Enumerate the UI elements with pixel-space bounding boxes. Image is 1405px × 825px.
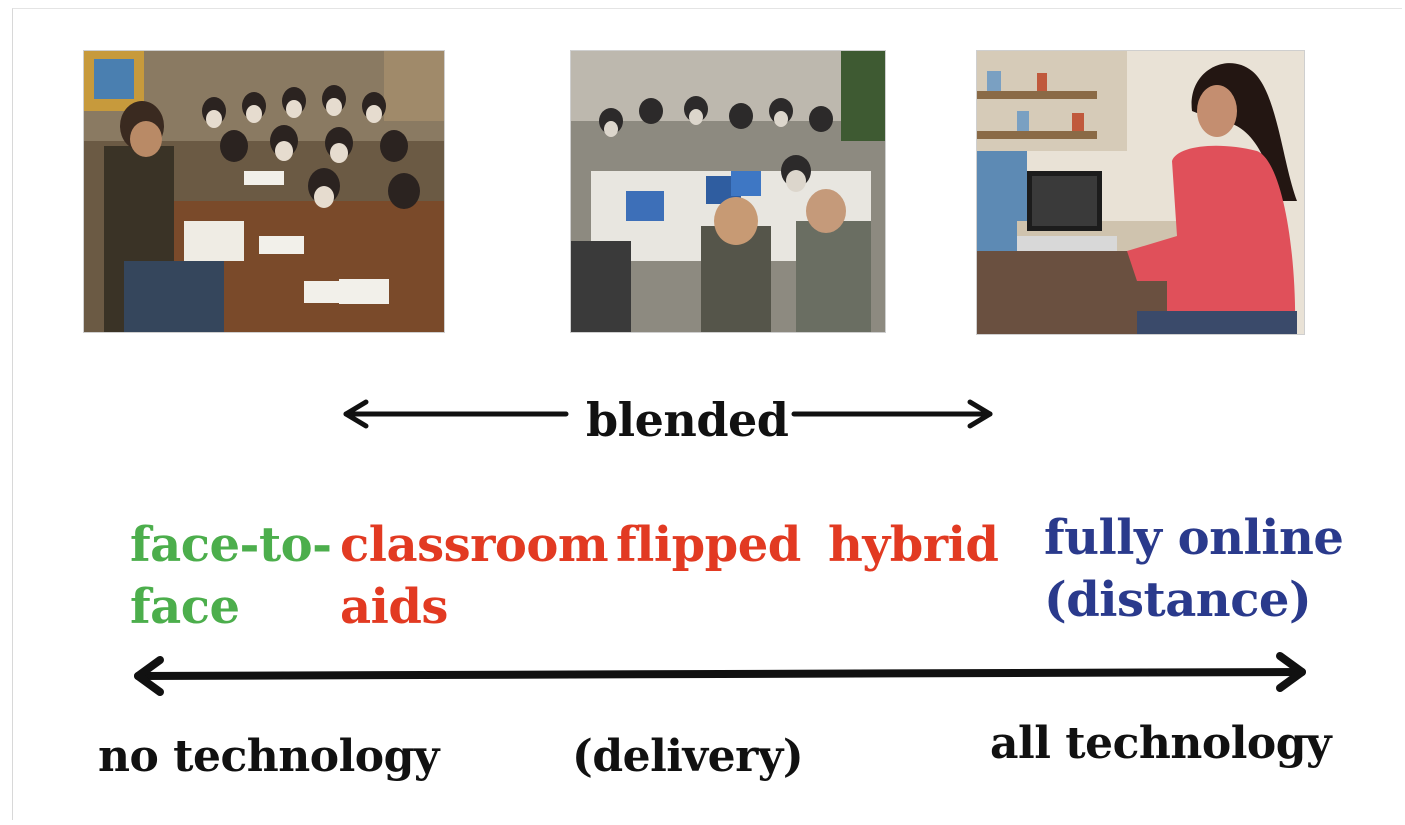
- category-face-to-face-line2: face: [130, 579, 240, 635]
- category-classroom-aids-line1: classroom: [340, 517, 609, 573]
- blended-arrow-left: [343, 399, 569, 429]
- lecture-classroom-photo: [83, 50, 445, 333]
- category-face-to-face-line1: face-to-: [130, 517, 332, 573]
- category-hybrid: hybrid: [828, 517, 999, 573]
- category-fully-online-line1: fully online: [1044, 510, 1344, 566]
- blended-arrow-right: [791, 399, 993, 429]
- axis-right-label: all technology: [990, 718, 1332, 769]
- blended-label: blended: [586, 393, 789, 447]
- slide-frame: [12, 8, 1402, 820]
- axis-center-label: (delivery): [572, 731, 804, 782]
- category-fully-online-line2: (distance): [1044, 572, 1312, 628]
- axis-left-label: no technology: [98, 731, 440, 782]
- category-flipped: flipped: [616, 517, 801, 573]
- category-classroom-aids-line2: aids: [340, 579, 448, 635]
- technology-axis-arrow: [134, 652, 1306, 696]
- student-studying-online-photo: [976, 50, 1305, 335]
- group-laptop-workshop-photo: [570, 50, 886, 333]
